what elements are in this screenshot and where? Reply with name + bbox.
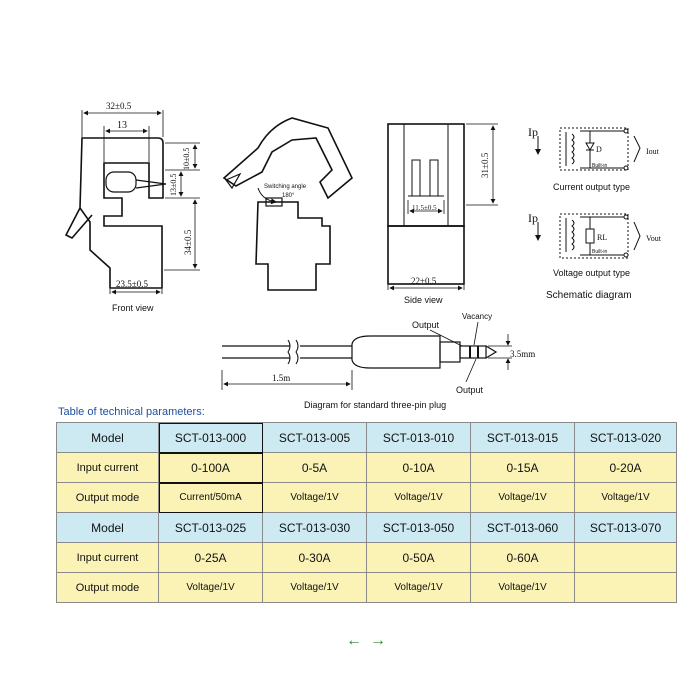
side-height-dim: 31±0.5 <box>480 152 490 178</box>
table-cell: 0-30A <box>262 542 367 573</box>
table-cell: Voltage/1V <box>262 572 367 603</box>
table-row-input-2: Input current 0-25A 0-30A 0-50A 0-60A <box>56 542 677 573</box>
front-base-dim: 23.5±0.5 <box>116 279 148 289</box>
table-cell: 0-60A <box>470 542 575 573</box>
front-view-caption: Front view <box>112 303 154 313</box>
table-cell: Voltage/1V <box>366 572 471 603</box>
table-row-model-1: Model SCT-013-000 SCT-013-005 SCT-013-01… <box>56 422 677 453</box>
switching-angle-value: 180° <box>282 193 295 199</box>
schematic-voltage-component: RL <box>597 233 607 242</box>
schematic-voltage-builtin: Built-in <box>592 249 608 255</box>
side-view-caption: Side view <box>404 295 443 305</box>
table-cell: Voltage/1V <box>574 482 677 513</box>
table-cell: SCT-013-070 <box>574 512 677 543</box>
plug-length-dim: 1.5m <box>272 373 290 383</box>
plug-vacancy-label: Vacancy <box>462 312 492 321</box>
front-view-dimensions <box>81 110 200 295</box>
table-cell: 0-10A <box>366 452 471 483</box>
row-label-input: Input current <box>56 542 159 573</box>
table-title: Table of technical parameters: <box>58 406 205 418</box>
plug-output-top-label: Output <box>412 320 440 330</box>
table-cell: SCT-013-020 <box>574 422 677 453</box>
table-cell: SCT-013-010 <box>366 422 471 453</box>
front-top-height-dim: 10±0.5 <box>182 148 191 170</box>
side-view-dimensions <box>387 123 498 291</box>
schematic-current-component: D <box>596 145 602 154</box>
front-view <box>64 137 167 289</box>
table-row-model-2: Model SCT-013-025 SCT-013-030 SCT-013-05… <box>56 512 677 543</box>
arrow-left-icon[interactable]: ← <box>346 632 362 649</box>
table-cell: SCT-013-015 <box>470 422 575 453</box>
plug-dimensions <box>221 321 512 390</box>
schematic-voltage <box>535 213 641 259</box>
table-cell: Voltage/1V <box>470 482 575 513</box>
side-view <box>387 123 465 285</box>
table-cell: SCT-013-030 <box>262 512 367 543</box>
table-cell: 0-100A <box>158 452 263 483</box>
table-cell: 0-25A <box>158 542 263 573</box>
row-label-input: Input current <box>56 452 159 483</box>
table-row-output-1: Output mode Current/50mA Voltage/1V Volt… <box>56 482 677 513</box>
table-cell: 0-20A <box>574 452 677 483</box>
table-row-output-2: Output mode Voltage/1V Voltage/1V Voltag… <box>56 572 677 603</box>
table-cell: SCT-013-005 <box>262 422 367 453</box>
switching-angle-label: Switching angle <box>264 184 307 190</box>
table-cell: Current/50mA <box>158 482 263 513</box>
schematic-current-out: Iout <box>646 147 660 156</box>
row-label-output: Output mode <box>56 482 159 513</box>
table-row-input-1: Input current 0-100A 0-5A 0-10A 0-15A 0-… <box>56 452 677 483</box>
schematic-current-input: Ip <box>528 125 538 139</box>
table-cell: Voltage/1V <box>262 482 367 513</box>
table-cell: Voltage/1V <box>470 572 575 603</box>
table-cell: SCT-013-050 <box>366 512 471 543</box>
table-cell: 0-5A <box>262 452 367 483</box>
front-width-dim: 32±0.5 <box>106 101 132 111</box>
schematic-current-label: Current output type <box>553 182 630 192</box>
schematic-voltage-input: Ip <box>528 211 538 225</box>
front-inner-dim: 13 <box>117 120 127 131</box>
plug-output-bottom-label: Output <box>456 385 484 395</box>
table-cell <box>574 572 677 603</box>
row-label-output: Output mode <box>56 572 159 603</box>
schematic-current <box>535 127 641 171</box>
technical-parameters-table: Model SCT-013-000 SCT-013-005 SCT-013-01… <box>56 422 677 603</box>
schematic-current-builtin: Built-in <box>592 163 608 169</box>
front-mid-height-dim: 13±0.5 <box>169 174 178 196</box>
table-cell: Voltage/1V <box>158 572 263 603</box>
side-width-dim: 22±0.5 <box>411 276 437 286</box>
table-cell: SCT-013-060 <box>470 512 575 543</box>
row-label-model: Model <box>56 422 159 453</box>
table-cell: 0-50A <box>366 542 471 573</box>
schematic-voltage-out: Vout <box>646 234 662 243</box>
plug-caption: Diagram for standard three-pin plug <box>304 400 446 410</box>
plug-diameter-dim: 3.5mm <box>510 349 535 359</box>
table-cell <box>574 542 677 573</box>
schematic-caption: Schematic diagram <box>546 290 632 301</box>
open-clamp-view <box>222 117 353 291</box>
front-lower-height-dim: 34±0.5 <box>183 229 193 255</box>
table-cell: SCT-013-025 <box>158 512 263 543</box>
table-cell: SCT-013-000 <box>158 422 263 453</box>
technical-drawings: 32±0.5 13 10±0.5 13±0.5 34±0.5 23.5±0.5 … <box>64 101 662 410</box>
image-navigation: ← → <box>346 632 396 650</box>
plug-diagram <box>222 335 498 369</box>
row-label-model: Model <box>56 512 159 543</box>
side-pins-dim: 11.5±0.5 <box>412 204 437 212</box>
schematic-voltage-label: Voltage output type <box>553 268 630 278</box>
table-cell: 0-15A <box>470 452 575 483</box>
arrow-right-icon[interactable]: → <box>370 632 386 649</box>
table-cell: Voltage/1V <box>366 482 471 513</box>
